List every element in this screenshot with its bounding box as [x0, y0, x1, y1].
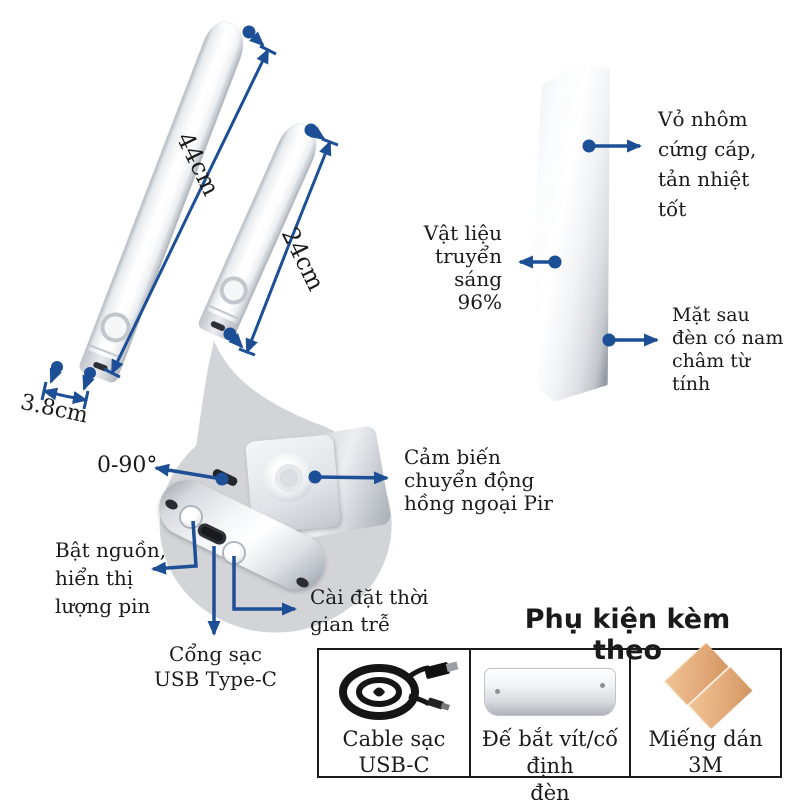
label-rotation-range: 0-90°: [97, 453, 158, 478]
dim-label-width: 3.8cm: [18, 389, 91, 429]
label-sensor: Cảm biến chuyển động hồng ngoại Pir: [404, 445, 553, 515]
dim-pointer: [82, 372, 95, 391]
hinge-slot: [211, 467, 239, 488]
dim-44cm-cap-top: [259, 44, 277, 56]
dim-pointer: [247, 30, 265, 47]
label-magnet: Mặt sau đèn có nam châm từ tính: [672, 304, 784, 395]
lamp-long-port-slot: [92, 361, 109, 373]
lamp-profile-side-view: [534, 62, 610, 402]
accessories-table: Cable sạc USB-C Đế bắt vít/cố định đèn M…: [317, 643, 782, 800]
delay-button: [224, 543, 244, 563]
dim-label-24cm: 24cm: [275, 222, 331, 296]
accessory-label-bracket: Đế bắt vít/cố định đèn: [481, 727, 619, 800]
dim-dot: [51, 361, 63, 373]
label-material: Vật liệu truyển sáng 96%: [423, 221, 502, 314]
mounting-bracket-icon: [484, 668, 616, 716]
dim-dot: [242, 25, 256, 39]
accessory-cell-pads: Miếng dán 3M: [629, 643, 780, 777]
label-delay: Cài đặt thời gian trễ: [310, 585, 429, 636]
dim-24cm-cap-top: [321, 137, 339, 147]
accessory-cell-cable: Cable sạc USB-C: [319, 650, 469, 777]
label-housing: Vỏ nhôm cứng cáp, tản nhiệt tốt: [658, 107, 757, 221]
accessory-cell-bracket: Đế bắt vít/cố định đèn: [469, 650, 629, 800]
label-power: Bật nguồn, hiển thị lượng pin: [55, 538, 167, 618]
usb-cable-icon: [339, 661, 459, 720]
lamp-short-port-slot: [209, 320, 226, 332]
lamp-short-end-cap: [196, 309, 240, 343]
dim-24cm-cap-bottom: [238, 347, 256, 357]
dim-pointer: [49, 366, 62, 384]
pir-sensor-lens: [275, 464, 303, 492]
accessory-label-pads: Miếng dán 3M: [648, 727, 763, 777]
lamp-bar-short: [196, 118, 325, 343]
accessories-heading: Phụ kiện kèm theo: [524, 604, 731, 666]
accessory-label-cable: Cable sạc USB-C: [342, 727, 446, 777]
power-button: [181, 507, 201, 527]
label-usb: Cổng sạc USB Type-C: [154, 642, 277, 691]
